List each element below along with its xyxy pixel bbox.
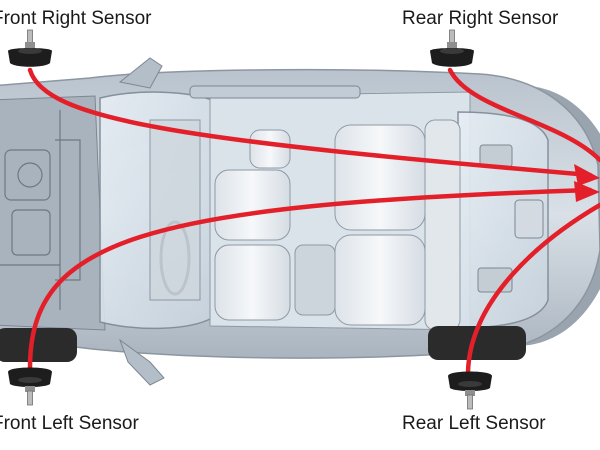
label-front-right-sensor: Front Right Sensor	[0, 8, 152, 29]
tpms-sensor-icon	[448, 371, 492, 410]
label-front-left-sensor: Front Left Sensor	[0, 413, 139, 434]
engine-details	[0, 110, 81, 310]
center-console	[294, 244, 336, 316]
dashboard	[149, 119, 201, 301]
tpms-sensor-icon	[8, 367, 52, 406]
mirror-right	[118, 57, 163, 89]
signal-arrows	[27, 67, 600, 375]
arrowhead-1	[574, 164, 600, 186]
tire-rear-left	[428, 326, 526, 360]
tpms-sensor-icon	[8, 29, 52, 67]
trunk-panel	[514, 199, 544, 239]
sunroof	[189, 85, 361, 99]
arrow-rear-left	[465, 202, 600, 375]
tire-front-left	[0, 328, 77, 362]
label-rear-right-sensor: Rear Right Sensor	[402, 8, 559, 29]
arrow-rear-right	[447, 67, 600, 163]
arrow-front-left	[27, 187, 593, 371]
engine-bay	[0, 95, 106, 331]
arrowhead-2	[574, 181, 600, 202]
front-seats	[214, 129, 291, 321]
arrow-front-right	[27, 67, 593, 178]
tpms-sensor-icon	[430, 29, 474, 67]
car-illustration	[0, 57, 600, 386]
mirror-left	[118, 338, 165, 386]
label-rear-left-sensor: Rear Left Sensor	[402, 413, 546, 434]
